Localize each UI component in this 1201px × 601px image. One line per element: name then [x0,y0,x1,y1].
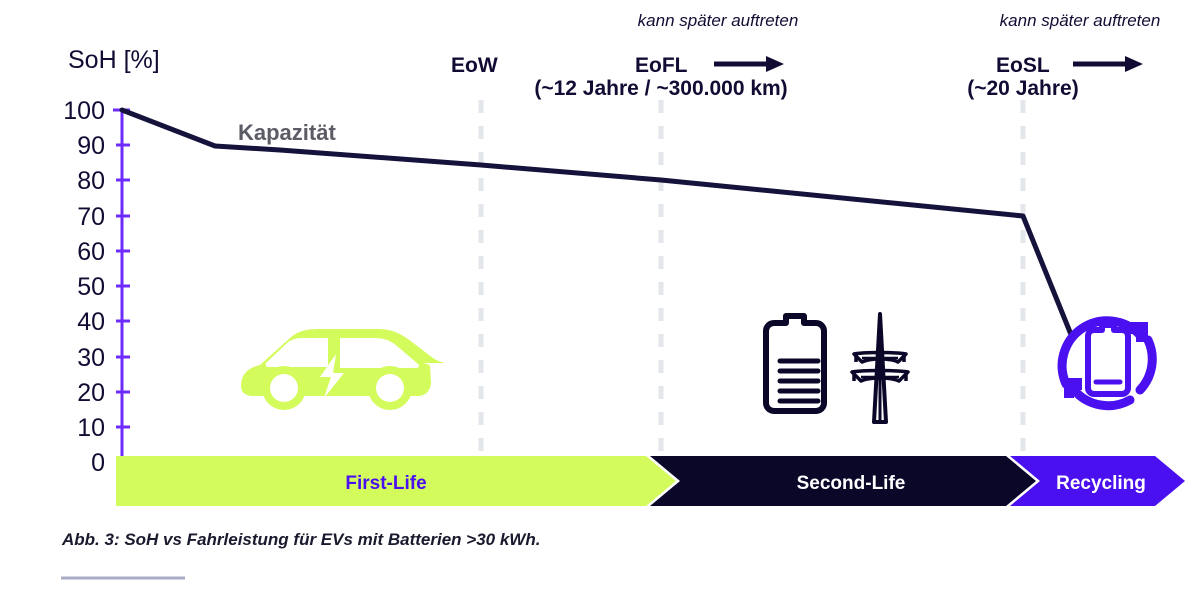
marker-label-eosl: EoSL [996,54,1050,77]
marker-guidelines [478,100,1026,462]
y-tick-label: 100 [63,97,105,125]
note-eofl: kann später auftreten [638,11,799,30]
marker-label-eofl: EoFL [635,54,688,77]
y-tick-label: 60 [77,238,105,266]
phase-label-first-life: First-Life [345,473,426,494]
phase-band-first-life[interactable] [116,456,676,506]
marker-sub-eosl: (~20 Jahre) [967,77,1078,100]
note-eosl: kann später auftreten [1000,11,1161,30]
y-tick-label: 0 [91,449,105,477]
y-tick-label: 10 [77,414,105,442]
marker-sub-eofl: (~12 Jahre / ~300.000 km) [534,77,787,100]
y-axis-title: SoH [%] [68,46,160,74]
capacity-curve [119,107,1075,340]
phase-label-recycling: Recycling [1056,473,1146,494]
lifecycle-phase-banner: First-Life Second-Life Recycling [116,456,1185,506]
marker-arrow-eosl [1073,56,1143,72]
y-tick-label: 30 [77,344,105,372]
y-axis-tick-labels: 100 90 80 70 60 50 40 30 20 10 0 [63,97,105,477]
y-tick-label: 90 [77,132,105,160]
electric-car-icon [241,329,445,410]
y-tick-label: 40 [77,308,105,336]
power-pylon-icon [850,312,910,424]
y-tick-label: 50 [77,273,105,301]
phase-band-second-life[interactable] [650,456,1036,506]
battery-recycling-icon [1057,316,1157,411]
y-tick-label: 80 [77,167,105,195]
phase-label-second-life: Second-Life [797,473,906,494]
y-tick-label: 20 [77,379,105,407]
marker-arrow-eofl [714,56,784,72]
figure-caption: Abb. 3: SoH vs Fahrleistung für EVs mit … [61,530,540,549]
phase-band-recycling[interactable] [1010,456,1185,506]
marker-label-eow: EoW [451,54,498,77]
battery-icon [763,313,827,414]
y-tick-label: 70 [77,203,105,231]
series-label-kapazitaet: Kapazität [238,120,336,145]
